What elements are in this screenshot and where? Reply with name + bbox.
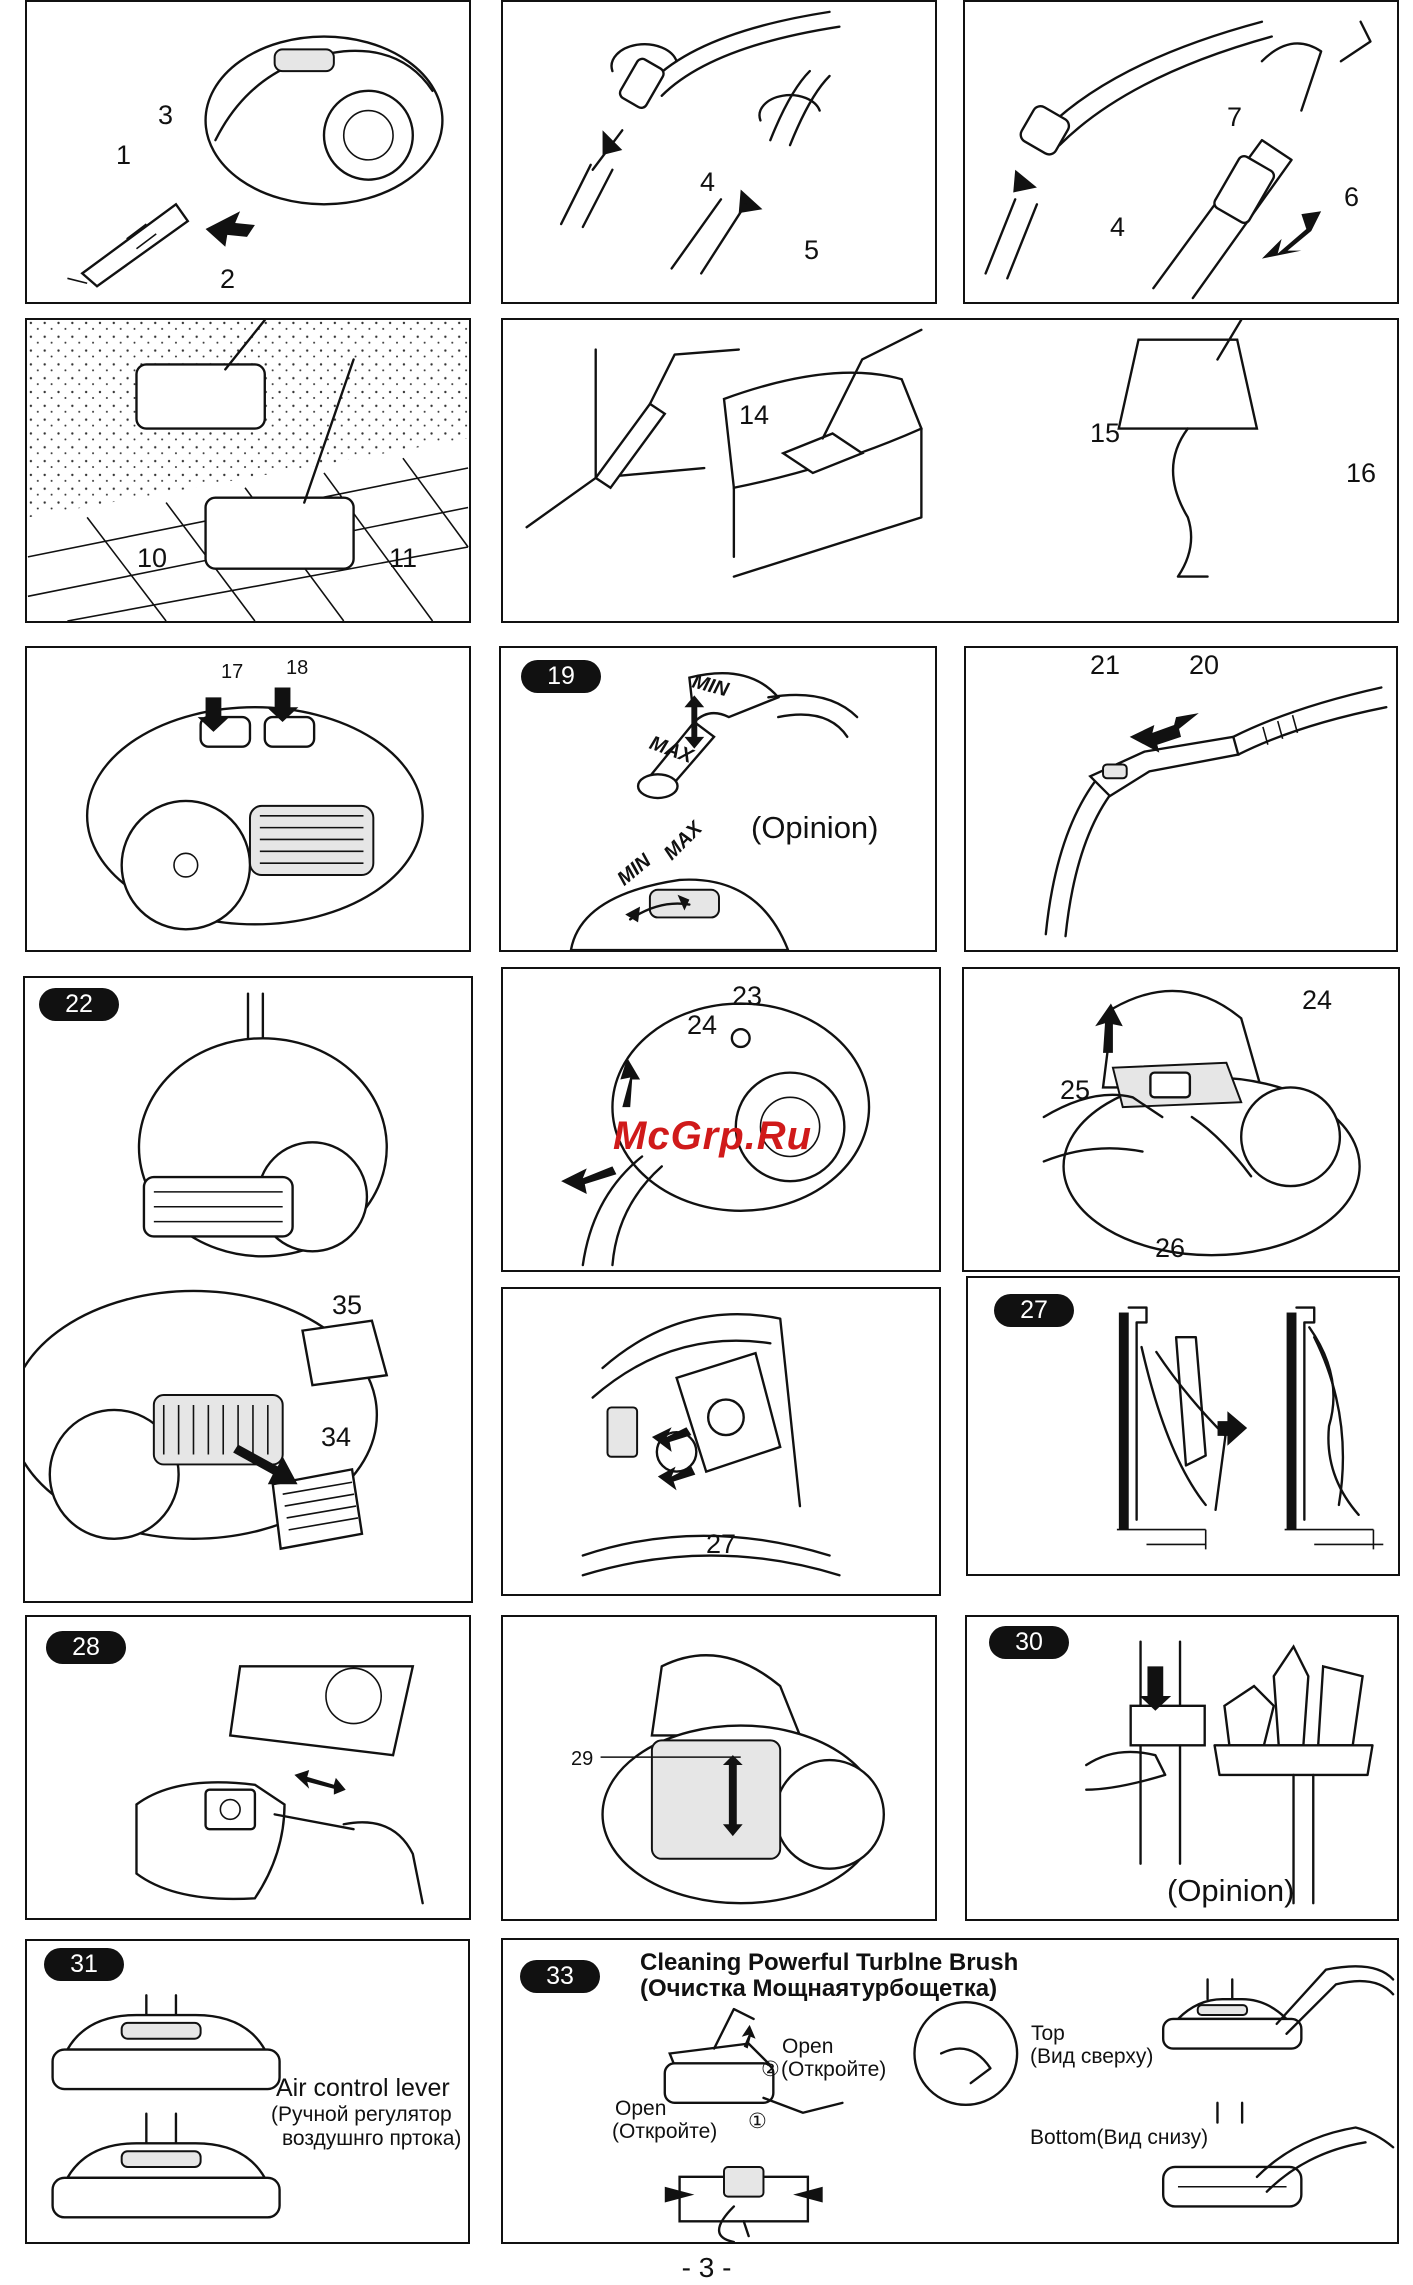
label-11: 11	[389, 543, 418, 573]
handle-slider-illustration	[1044, 686, 1388, 938]
bag-fitting-illustration	[1116, 1306, 1384, 1550]
open-label-top-ru: (Откройте)	[781, 2058, 887, 2081]
air-control-lever-label: Air control lever	[276, 2074, 450, 2102]
panel-14-bag-closing: 28	[25, 1615, 471, 1920]
accessory-holder-illustration	[1085, 1640, 1374, 1905]
panel-2-connect-tubes: 4 5	[501, 0, 937, 304]
panel-10-open-lid: 23 24 McGrp.Ru	[501, 967, 941, 1272]
opinion-note: (Opinion)	[751, 810, 879, 845]
step-badge-33: 33	[520, 1960, 600, 1993]
bag-closing-illustration	[135, 1665, 424, 1905]
panel-6-power-buttons: 17 18	[25, 646, 471, 952]
label-16: 16	[1346, 458, 1377, 488]
open-label-top: Open	[782, 2035, 834, 2058]
panel-15-bag-indicator: 29	[501, 1615, 937, 1921]
label-34: 34	[321, 1422, 352, 1452]
step-badge-27: 27	[994, 1294, 1074, 1327]
step-badge-31: 31	[44, 1948, 124, 1981]
panel-11-remove-bag: 24 25 26	[962, 967, 1400, 1272]
step-badge-30: 30	[989, 1626, 1069, 1659]
top-view-label-ru: (Вид сверху)	[1030, 2045, 1154, 2068]
label-4: 4	[700, 167, 716, 197]
label-35: 35	[332, 1290, 363, 1320]
panel-18-turbine-brush-cleaning: 33 Cleaning Powerful Turblne Brush (Очис…	[501, 1938, 1399, 2244]
label-24: 24	[1302, 985, 1333, 1015]
label-24: 24	[687, 1010, 718, 1040]
panel-9-exhaust-filter: 22 35 34	[23, 976, 473, 1603]
exhaust-filter-illustration	[25, 992, 389, 1551]
panel-8-handle-slider: 21 20	[964, 646, 1398, 952]
panel-16-accessory-holder: 30 (Opinion)	[965, 1615, 1399, 1921]
panel-13-bag-fitting: 27	[966, 1276, 1400, 1576]
step-badge-22: 22	[39, 988, 119, 1021]
turbine-brush-illustration	[663, 1965, 1395, 2242]
bottom-view-label: Bottom(Вид снизу)	[1030, 2126, 1209, 2149]
label-1: 1	[116, 140, 132, 170]
top-view-label: Top	[1031, 2022, 1065, 2045]
panel-1-attach-tube: 1 3 2	[25, 0, 471, 304]
air-control-lever-label-ru-2: воздушнго пртока)	[282, 2127, 462, 2150]
label-18: 18	[286, 657, 309, 679]
panel-4-floor-brush: 10 11	[25, 318, 471, 623]
tube-connection-illustration	[559, 10, 841, 275]
step-badge-28: 28	[46, 1631, 126, 1664]
air-control-lever-illustration	[51, 1994, 281, 2219]
label-20: 20	[1189, 650, 1220, 680]
suction-control-illustration	[569, 672, 859, 950]
panel-17-air-control-lever: 31 Air control lever (Ручной регулятор в…	[25, 1939, 470, 2244]
label-2: 2	[220, 264, 236, 294]
remove-bag-illustration	[1042, 989, 1361, 1257]
label-23: 23	[732, 981, 763, 1011]
label-15: 15	[1090, 418, 1121, 448]
turbine-brush-title-ru: (Очистка Мощнаятурбощетка)	[640, 1975, 998, 2002]
open-label-left: Open	[615, 2097, 667, 2120]
accessories-illustration	[525, 320, 1259, 578]
turbine-brush-title: Cleaning Powerful Turblne Brush	[640, 1949, 1019, 1976]
vacuum-tube-illustration	[67, 35, 444, 288]
label-3: 3	[158, 100, 174, 130]
label-4: 4	[1110, 212, 1126, 242]
label-6: 6	[1344, 182, 1360, 212]
vacuum-top-buttons-illustration	[85, 687, 424, 931]
panel-3-telescopic-tube: 7 4 6	[963, 0, 1399, 304]
open-label-left-ru: (Откройте)	[612, 2120, 718, 2143]
label-21: 21	[1090, 650, 1121, 680]
bag-indicator-illustration	[600, 1654, 886, 1905]
label-26: 26	[1155, 1233, 1186, 1263]
step-2-marker: ②	[761, 2058, 780, 2081]
opinion-note: (Opinion)	[1167, 1873, 1295, 1908]
telescopic-tube-illustration	[984, 20, 1372, 300]
label-14: 14	[739, 400, 770, 430]
label-17: 17	[221, 661, 244, 683]
panel-5-accessories: 14 15 16	[501, 318, 1399, 623]
label-5: 5	[804, 235, 820, 265]
open-lid-illustration	[561, 1002, 871, 1267]
label-27: 27	[706, 1529, 737, 1559]
label-7: 7	[1227, 102, 1243, 132]
label-25: 25	[1060, 1075, 1091, 1105]
label-10: 10	[137, 543, 168, 573]
panel-12-insert-bag: 27	[501, 1287, 941, 1596]
watermark: McGrp.Ru	[613, 1114, 813, 1158]
floor-brush-illustration	[27, 320, 469, 621]
label-29: 29	[571, 1748, 594, 1770]
panel-7-suction-control: 19 MIN MAX MIN MAX (Opinion)	[499, 646, 937, 952]
insert-bag-illustration	[581, 1313, 841, 1577]
air-control-lever-label-ru-1: (Ручной регулятор	[271, 2103, 452, 2126]
step-1-marker: ①	[748, 2110, 767, 2133]
page-number: - 3 -	[681, 2252, 732, 2283]
step-badge-19: 19	[521, 660, 601, 693]
